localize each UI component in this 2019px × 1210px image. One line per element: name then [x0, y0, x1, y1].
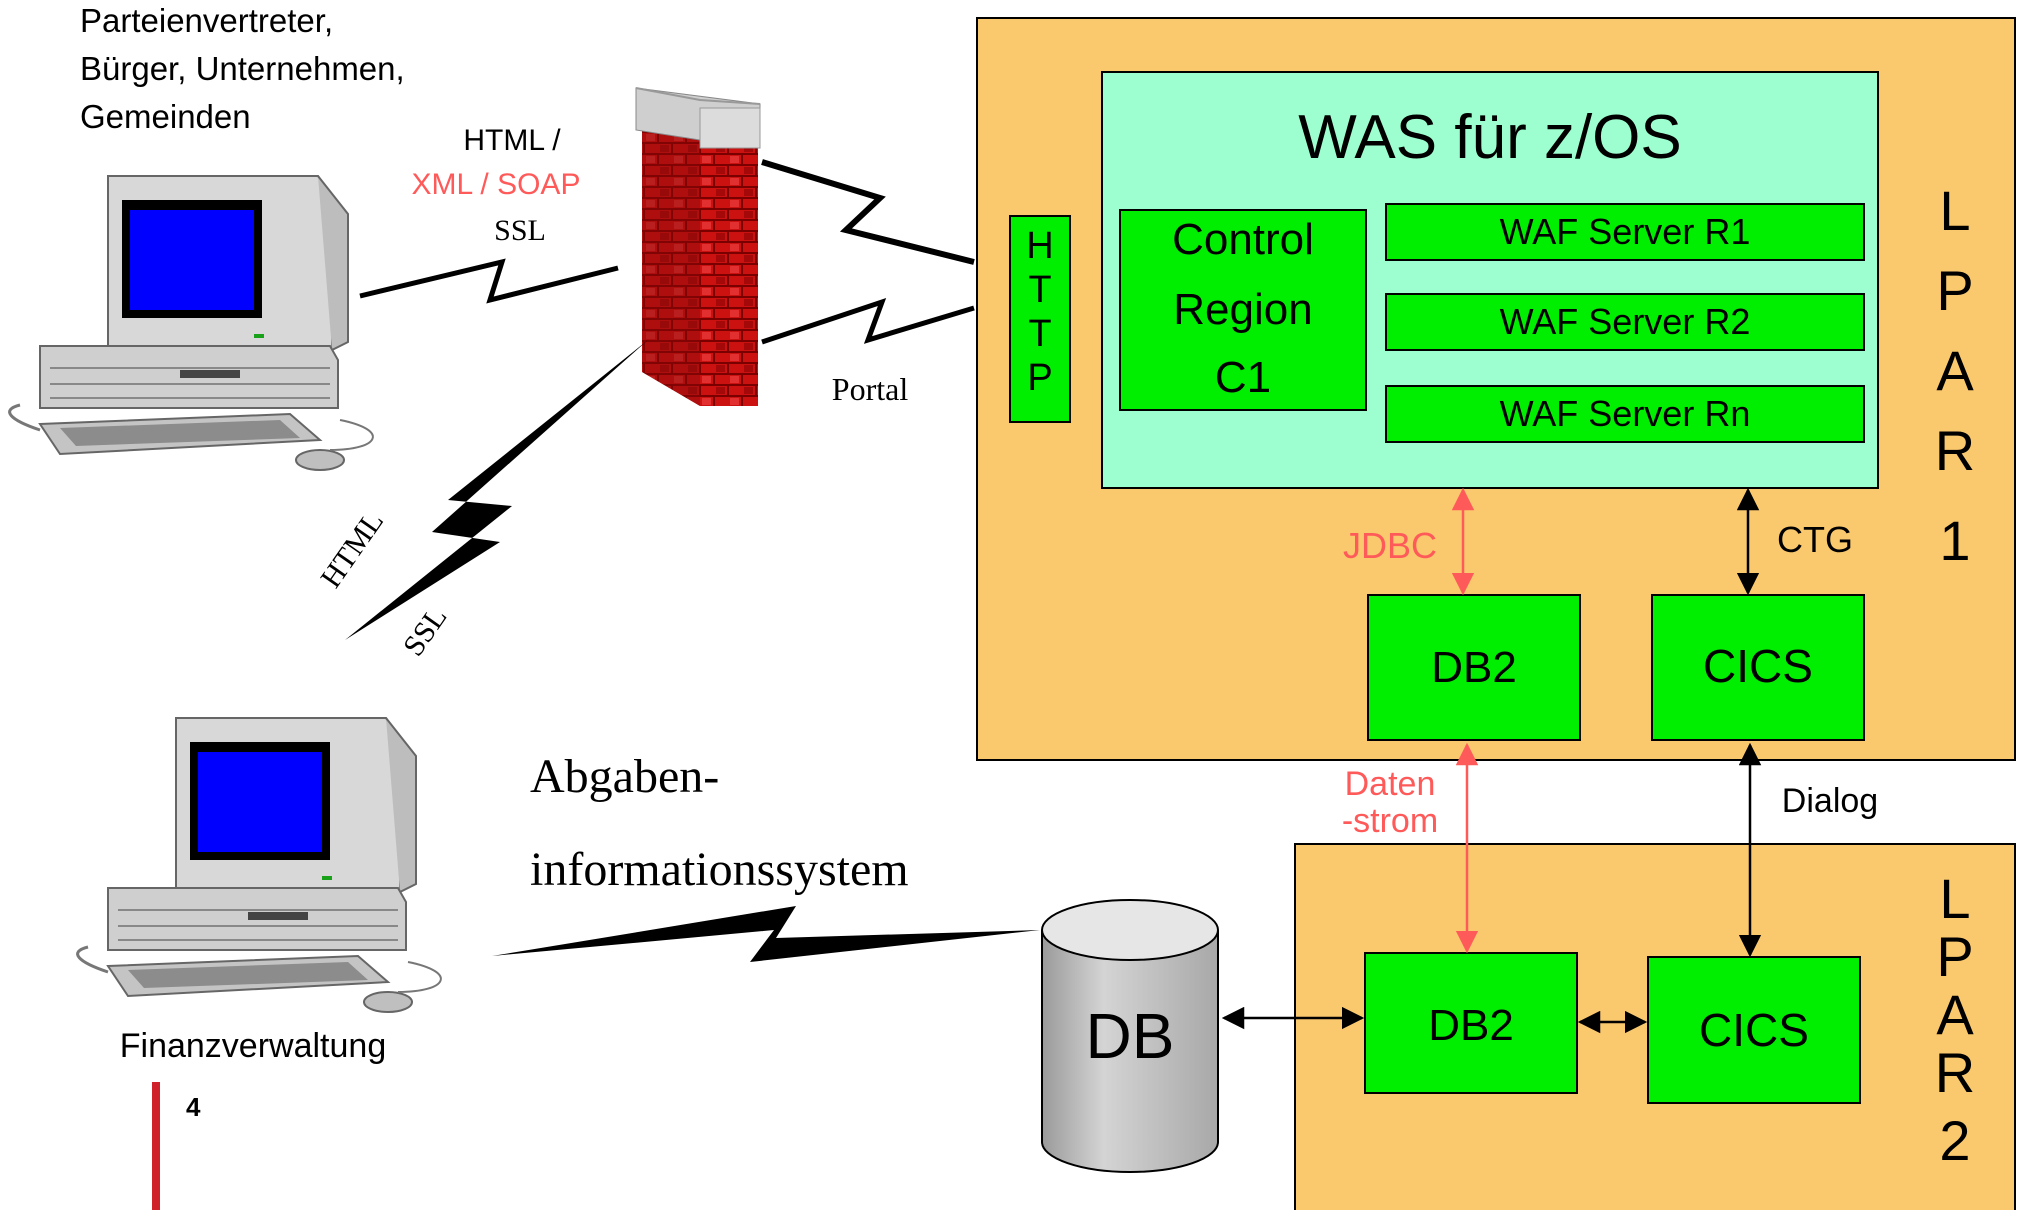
- svg-text:A: A: [1936, 339, 1974, 402]
- svg-text:CTG: CTG: [1777, 519, 1853, 560]
- svg-text:HTML /: HTML /: [463, 124, 561, 157]
- external-client-label: Parteienvertreter, Bürger, Unternehmen, …: [80, 2, 405, 135]
- computer-icon-external: [8, 175, 374, 471]
- svg-text:Parteienvertreter,: Parteienvertreter,: [80, 2, 333, 39]
- svg-text:T: T: [1028, 269, 1051, 311]
- svg-text:CICS: CICS: [1699, 1004, 1809, 1056]
- control-region-box: Control Region C1: [1119, 209, 1367, 411]
- waf-server-r2: WAF Server R2: [1385, 293, 1865, 351]
- svg-text:P: P: [1027, 357, 1052, 399]
- finanzverwaltung-label: Finanzverwaltung: [120, 1027, 386, 1065]
- svg-text:Gemeinden: Gemeinden: [80, 98, 251, 135]
- waf-server-r1: WAF Server R1: [1385, 203, 1865, 261]
- svg-text:DB: DB: [1086, 1000, 1175, 1072]
- svg-text:R: R: [1935, 1041, 1975, 1104]
- svg-text:DB2: DB2: [1428, 1001, 1514, 1050]
- waf-server-rn: WAF Server Rn: [1385, 385, 1865, 443]
- svg-text:Region: Region: [1173, 285, 1312, 334]
- svg-text:P: P: [1936, 259, 1973, 322]
- svg-text:Bürger, Unternehmen,: Bürger, Unternehmen,: [80, 50, 405, 87]
- jdbc-connector: JDBC: [1343, 487, 1475, 596]
- svg-text:SSL: SSL: [494, 214, 546, 247]
- portal-label: Portal: [832, 371, 909, 407]
- svg-text:P: P: [1936, 925, 1973, 988]
- html-xml-soap-ssl-label: HTML / XML / SOAP SSL: [412, 124, 581, 247]
- firewall-icon: [635, 87, 761, 406]
- svg-text:A: A: [1936, 983, 1974, 1046]
- ssl-diagonal-label: SSL: [397, 601, 454, 662]
- link-firewall-http-upper: [761, 159, 975, 265]
- lpar2-cics-box: CICS: [1647, 956, 1861, 1104]
- svg-text:WAF Server R2: WAF Server R2: [1500, 301, 1751, 342]
- lpar2-label: L P A R 2: [1935, 867, 1975, 1172]
- page-number: 4: [152, 1082, 201, 1210]
- abgaben-label: Abgaben- informationssystem: [530, 750, 909, 896]
- svg-text:H: H: [1026, 225, 1053, 267]
- lpar1-label: L P A R 1: [1935, 179, 1975, 572]
- svg-text:informationssystem: informationssystem: [530, 843, 909, 896]
- lpar2-db2-box: DB2: [1364, 952, 1578, 1094]
- link-client-firewall: [359, 258, 619, 304]
- svg-text:XML / SOAP: XML / SOAP: [412, 168, 581, 201]
- svg-text:Abgaben-: Abgaben-: [530, 750, 719, 803]
- svg-text:L: L: [1939, 179, 1970, 242]
- svg-text:R: R: [1935, 419, 1975, 482]
- svg-text:4: 4: [186, 1092, 201, 1122]
- ctg-connector: CTG: [1736, 487, 1853, 596]
- link-firewall-http-lower: [761, 297, 975, 345]
- link-diagonal-lightning: [345, 340, 648, 640]
- monitor-screen: [130, 210, 254, 310]
- html-diagonal-label: HTML: [314, 505, 390, 594]
- lpar1-db2-box: DB2: [1367, 594, 1581, 741]
- svg-text:-strom: -strom: [1342, 802, 1438, 840]
- link-abgaben-db: [492, 906, 1040, 962]
- svg-text:Dialog: Dialog: [1782, 782, 1878, 820]
- svg-text:WAF Server R1: WAF Server R1: [1500, 211, 1751, 252]
- svg-text:DB2: DB2: [1431, 643, 1517, 692]
- svg-text:WAF Server Rn: WAF Server Rn: [1500, 393, 1751, 434]
- was-title: WAS für z/OS: [1298, 103, 1682, 172]
- svg-text:CICS: CICS: [1703, 640, 1813, 692]
- lpar1-cics-box: CICS: [1651, 594, 1865, 741]
- svg-text:Control: Control: [1172, 215, 1314, 264]
- datenstrom-connector: Daten -strom: [1342, 742, 1479, 954]
- db-cylinder: DB: [1041, 899, 1219, 1173]
- svg-text:1: 1: [1939, 509, 1970, 572]
- dialog-connector: Dialog: [1738, 742, 1878, 958]
- svg-text:JDBC: JDBC: [1343, 525, 1437, 566]
- svg-text:Daten: Daten: [1345, 765, 1436, 803]
- svg-text:T: T: [1028, 313, 1051, 355]
- svg-text:2: 2: [1939, 1109, 1970, 1172]
- svg-text:L: L: [1939, 867, 1970, 930]
- svg-text:C1: C1: [1215, 353, 1271, 402]
- computer-icon-finanzverwaltung: [76, 717, 442, 1013]
- http-box: H T T P: [1009, 215, 1071, 423]
